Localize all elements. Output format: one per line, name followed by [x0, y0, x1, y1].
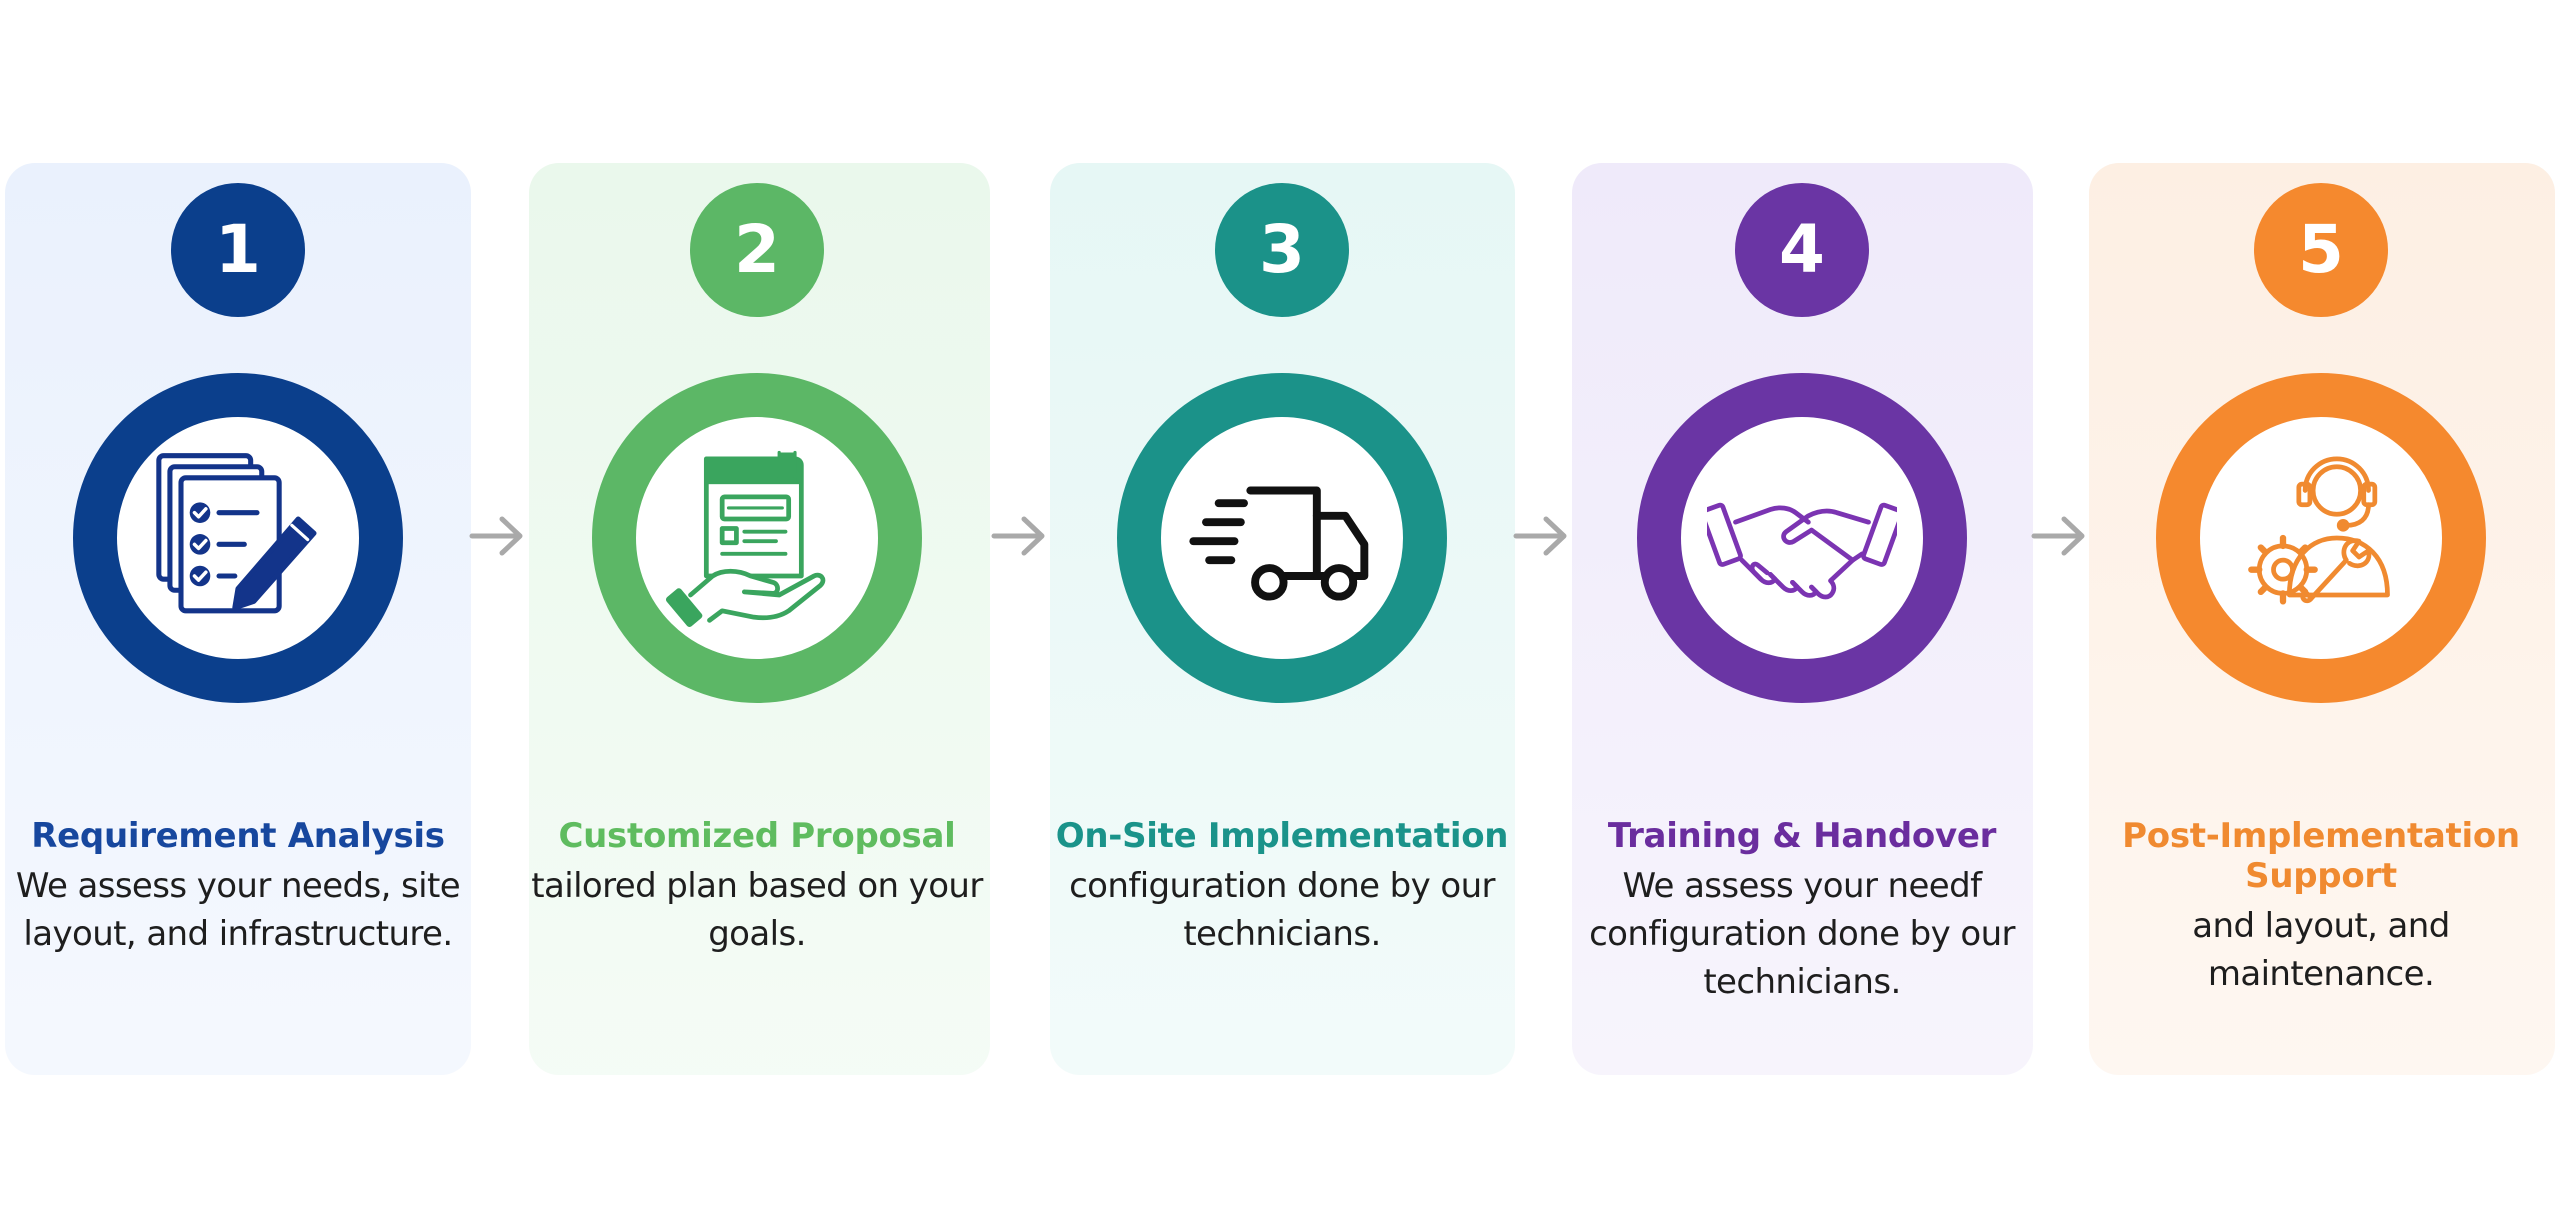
step-title: Customized Proposal [558, 816, 956, 856]
step-icon-ring [1117, 373, 1447, 703]
step-number-badge: 5 [2254, 183, 2388, 317]
step-title: Requirement Analysis [31, 816, 445, 856]
step-number-badge: 1 [171, 183, 305, 317]
step-number-badge: 4 [1735, 183, 1869, 317]
step-text: Customized Proposal tailored plan based … [527, 816, 987, 958]
step-icon-ring [2156, 373, 2486, 703]
step-icon-ring [592, 373, 922, 703]
step-card-3: 3 On-Site Implementation configuration d… [1050, 163, 1515, 1075]
document-checklist-pen-icon [156, 453, 317, 614]
support-agent-gear-icon [2248, 456, 2390, 605]
step-title: Post-Implementation Support [2122, 816, 2520, 896]
arrow-right-icon [991, 516, 1045, 556]
step-description: We assess your needs, site layout, and i… [15, 866, 461, 954]
step-icon-ring [1637, 373, 1967, 703]
step-number: 5 [2298, 211, 2344, 288]
step-description: We assess your needf configuration done … [1589, 866, 2015, 1002]
step-card-1: 1 Requirement Analysis We as [5, 163, 471, 1075]
step-text: Training & Handover We assess your needf… [1572, 816, 2032, 1006]
step-number: 1 [215, 211, 261, 288]
arrow-right-icon [1513, 516, 1567, 556]
step-text: On-Site Implementation configuration don… [1052, 816, 1512, 958]
arrow-right-icon [2031, 516, 2085, 556]
handshake-icon [1707, 502, 1897, 600]
step-number: 2 [734, 211, 780, 288]
step-text: Requirement Analysis We assess your need… [8, 816, 468, 958]
step-card-4: 4 Training & Handover We assess your nee… [1572, 163, 2033, 1075]
step-number: 4 [1779, 211, 1825, 288]
proposal-document-hand-icon [665, 450, 826, 628]
step-card-2: 2 Customized Proposal tailored plan base… [529, 163, 990, 1075]
delivery-truck-icon [1189, 486, 1369, 601]
arrow-right-icon [469, 516, 523, 556]
step-title: Training & Handover [1607, 816, 1997, 856]
step-text: Post-Implementation Support and layout, … [2091, 816, 2551, 998]
step-card-5: 5 Post-Implementation Support and layout… [2089, 163, 2555, 1075]
step-number-badge: 2 [690, 183, 824, 317]
step-description: and layout, and maintenance. [2192, 906, 2450, 994]
step-number: 3 [1259, 211, 1305, 288]
step-icon-ring [73, 373, 403, 703]
step-title: On-Site Implementation [1055, 816, 1509, 856]
step-description: tailored plan based on your goals. [531, 866, 983, 954]
step-description: configuration done by our technicians. [1069, 866, 1495, 954]
step-number-badge: 3 [1215, 183, 1349, 317]
